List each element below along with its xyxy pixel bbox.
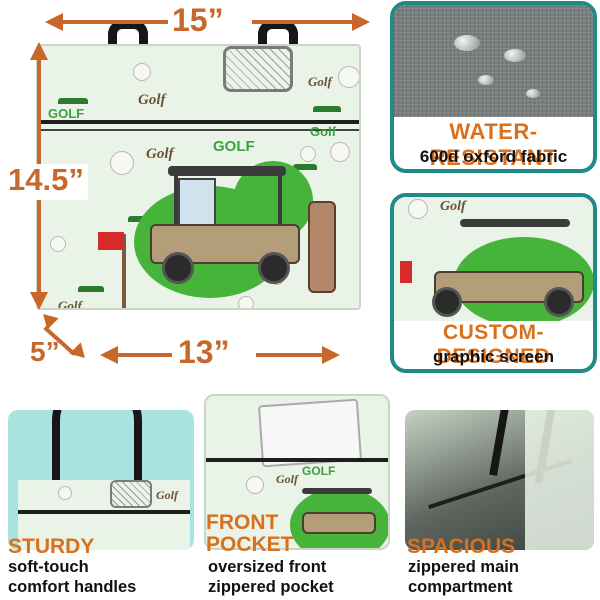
golf-text: Golf	[146, 146, 174, 162]
golf-cart-roof	[302, 488, 372, 494]
grass-tuft	[58, 98, 88, 104]
front-pocket-title-line-1: FRONT	[206, 511, 279, 534]
golf-ball-icon	[338, 66, 359, 88]
top-zipper	[18, 510, 190, 514]
golf-cart-post	[278, 174, 282, 246]
spacious-title: SPACIOUS	[407, 535, 516, 558]
golf-text: GOLF	[213, 138, 255, 155]
custom-designed-subtitle: graphic screen	[433, 347, 554, 366]
front-pocket-line-1: oversized front	[208, 558, 327, 576]
sturdy-handles-panel: Golf	[8, 410, 194, 550]
arrow-up-icon	[30, 42, 48, 60]
arrow-right-icon	[322, 346, 340, 364]
golf-text: Golf	[138, 92, 166, 108]
handle-strap-icon	[52, 410, 142, 486]
golf-cart-windshield	[178, 178, 216, 226]
spacious-line-2: compartment	[408, 578, 513, 596]
golf-ball-icon	[246, 476, 264, 494]
golf-cart-wheel	[258, 252, 290, 284]
tote-bag-image: Golf Golf GOLF Golf GOLF Golf Golf	[36, 44, 361, 310]
golf-ball-icon	[58, 486, 72, 500]
water-droplet-icon	[504, 49, 526, 62]
base-label-bg	[172, 338, 256, 370]
golf-ball-icon	[238, 296, 254, 308]
arrow-right-icon	[352, 13, 370, 31]
golf-ball-icon	[133, 63, 151, 81]
top-zipper	[38, 120, 359, 124]
spacious-panel	[405, 410, 594, 550]
width-label-bg	[168, 6, 252, 38]
golf-cart-wheel	[544, 287, 574, 317]
bag-top-closeup: Golf	[18, 480, 190, 550]
golf-ball-icon	[110, 151, 134, 175]
golf-text: GOLF	[302, 464, 336, 478]
arrow-diagonal-icon	[69, 342, 91, 364]
water-resistant-title: WATER-RESISTANT	[429, 119, 558, 170]
bag-handle-left	[108, 20, 148, 48]
golf-ball-icon	[50, 236, 66, 252]
flag-pole	[122, 234, 126, 308]
width-label: 15”	[172, 2, 224, 38]
red-flag-icon	[400, 261, 412, 283]
arrow-down-icon	[30, 292, 48, 310]
golf-club-bag	[308, 201, 336, 293]
height-label: 14.5”	[8, 162, 84, 197]
front-pocket-zipper	[38, 129, 359, 131]
golf-cart-post	[174, 174, 178, 246]
golf-ball-icon	[330, 142, 350, 162]
water-droplet-icon	[454, 35, 480, 51]
arrow-left-icon	[45, 13, 63, 31]
ball-basket-icon	[110, 480, 152, 508]
water-droplet-icon	[478, 75, 494, 85]
front-pocket-line-2: zippered pocket	[208, 578, 334, 596]
water-droplet-icon	[526, 89, 540, 98]
golf-cart-roof	[168, 166, 286, 176]
golf-cart-roof	[460, 219, 570, 227]
water-resistant-subtitle: 600d oxford fabric	[419, 147, 568, 166]
golf-text: Golf	[440, 199, 466, 214]
sturdy-title: STURDY	[8, 535, 95, 558]
arrow-diagonal-icon	[37, 308, 59, 330]
front-pocket-title-line-2: POCKET	[206, 533, 294, 556]
red-flag-icon	[98, 232, 124, 250]
graphic-print-closeup: Golf	[394, 197, 593, 321]
bag-handle-right	[258, 20, 298, 48]
golf-text: Golf	[276, 472, 298, 486]
grass-tuft	[128, 216, 146, 222]
ball-basket-icon	[223, 46, 293, 92]
pattern-wall	[525, 410, 594, 550]
golf-text: Golf	[58, 298, 82, 310]
base-label: 13”	[178, 334, 230, 370]
front-pocket-zipper	[206, 458, 388, 462]
golf-text: GOLF	[48, 106, 85, 121]
grass-tuft	[78, 286, 104, 292]
spacious-line-1: zippered main	[408, 558, 519, 576]
water-resistant-panel: WATER-RESISTANT 600d oxford fabric	[390, 1, 597, 173]
golf-cart-body	[302, 512, 376, 534]
sturdy-line-2: comfort handles	[8, 578, 137, 596]
grass-tuft	[293, 164, 317, 170]
front-pocket-panel: GOLF Golf	[204, 394, 390, 550]
oxford-fabric-texture	[394, 5, 593, 117]
golf-text: Golf	[156, 488, 178, 502]
golf-cart-wheel	[432, 287, 462, 317]
sturdy-line-1: soft-touch	[8, 558, 89, 576]
height-label-bg	[6, 164, 88, 200]
golf-text: Golf	[308, 74, 332, 89]
golf-ball-icon	[300, 146, 316, 162]
golf-cart-wheel	[162, 252, 194, 284]
golf-text: Golf	[310, 124, 336, 139]
arrow-left-icon	[100, 346, 118, 364]
grass-tuft	[313, 106, 341, 112]
golf-ball-icon	[408, 199, 428, 219]
custom-designed-title: CUSTOM-DESIGNED	[436, 321, 551, 368]
custom-designed-panel: Golf CUSTOM-DESIGNED graphic screen	[390, 193, 597, 373]
depth-label: 5”	[30, 336, 60, 367]
